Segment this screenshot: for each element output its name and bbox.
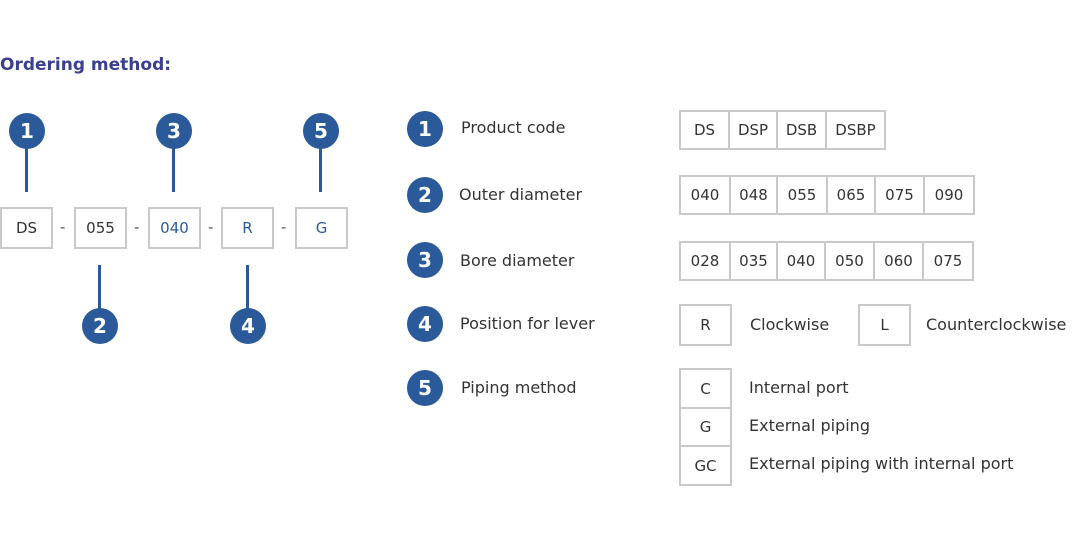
option-cell: 050 bbox=[824, 241, 875, 281]
lever-desc-counterclockwise: Counterclockwise bbox=[926, 315, 1067, 334]
connector-line bbox=[172, 148, 175, 192]
code-part-outer: 055 bbox=[74, 207, 127, 249]
option-cell: DSBP bbox=[825, 110, 886, 150]
option-cell: 090 bbox=[923, 175, 975, 215]
legend-badge-4: 4 bbox=[407, 306, 443, 342]
piping-desc-external-internal: External piping with internal port bbox=[749, 454, 1014, 473]
legend-label-piping-method: Piping method bbox=[461, 378, 577, 397]
option-cell: 065 bbox=[826, 175, 876, 215]
outer-diameter-options: 040 048 055 065 075 090 bbox=[679, 175, 975, 215]
piping-code-g: G bbox=[679, 407, 732, 447]
lever-code-r: R bbox=[679, 304, 732, 346]
option-cell: DSB bbox=[776, 110, 827, 150]
legend-badge-2: 2 bbox=[407, 177, 443, 213]
code-part-bore: 040 bbox=[148, 207, 201, 249]
legend-label-lever-position: Position for lever bbox=[460, 314, 595, 333]
legend-label-outer-diameter: Outer diameter bbox=[459, 185, 583, 204]
piping-desc-internal: Internal port bbox=[749, 378, 849, 397]
code-part-piping: G bbox=[295, 207, 348, 249]
legend-label-product-code: Product code bbox=[461, 118, 566, 137]
option-cell: 035 bbox=[729, 241, 778, 281]
badge-5: 5 bbox=[303, 113, 339, 149]
page-title: Ordering method: bbox=[0, 55, 172, 75]
option-cell: 075 bbox=[922, 241, 974, 281]
separator: - bbox=[60, 218, 66, 236]
option-cell: 075 bbox=[874, 175, 925, 215]
option-cell: 048 bbox=[729, 175, 778, 215]
connector-line bbox=[25, 148, 28, 192]
badge-2: 2 bbox=[82, 308, 118, 344]
bore-diameter-options: 028 035 040 050 060 075 bbox=[679, 241, 974, 281]
connector-line bbox=[319, 148, 322, 192]
lever-code-l: L bbox=[858, 304, 911, 346]
code-part-lever: R bbox=[221, 207, 274, 249]
separator: - bbox=[134, 218, 140, 236]
separator: - bbox=[208, 218, 214, 236]
separator: - bbox=[281, 218, 287, 236]
option-cell: 060 bbox=[873, 241, 924, 281]
badge-1: 1 bbox=[9, 113, 45, 149]
legend-label-bore-diameter: Bore diameter bbox=[460, 251, 575, 270]
option-cell: 028 bbox=[679, 241, 731, 281]
legend-badge-5: 5 bbox=[407, 370, 443, 406]
option-cell: 040 bbox=[776, 241, 826, 281]
lever-desc-clockwise: Clockwise bbox=[750, 315, 830, 334]
connector-line bbox=[98, 265, 101, 311]
badge-4: 4 bbox=[230, 308, 266, 344]
code-part-product: DS bbox=[0, 207, 53, 249]
option-cell: 040 bbox=[679, 175, 731, 215]
option-cell: DSP bbox=[728, 110, 778, 150]
piping-code-c: C bbox=[679, 368, 732, 409]
option-cell: DS bbox=[679, 110, 730, 150]
piping-desc-external: External piping bbox=[749, 416, 870, 435]
option-cell: 055 bbox=[776, 175, 828, 215]
product-code-options: DS DSP DSB DSBP bbox=[679, 110, 886, 150]
badge-3: 3 bbox=[156, 113, 192, 149]
legend-badge-3: 3 bbox=[407, 242, 443, 278]
legend-badge-1: 1 bbox=[407, 111, 443, 147]
piping-code-gc: GC bbox=[679, 445, 732, 486]
connector-line bbox=[246, 265, 249, 311]
